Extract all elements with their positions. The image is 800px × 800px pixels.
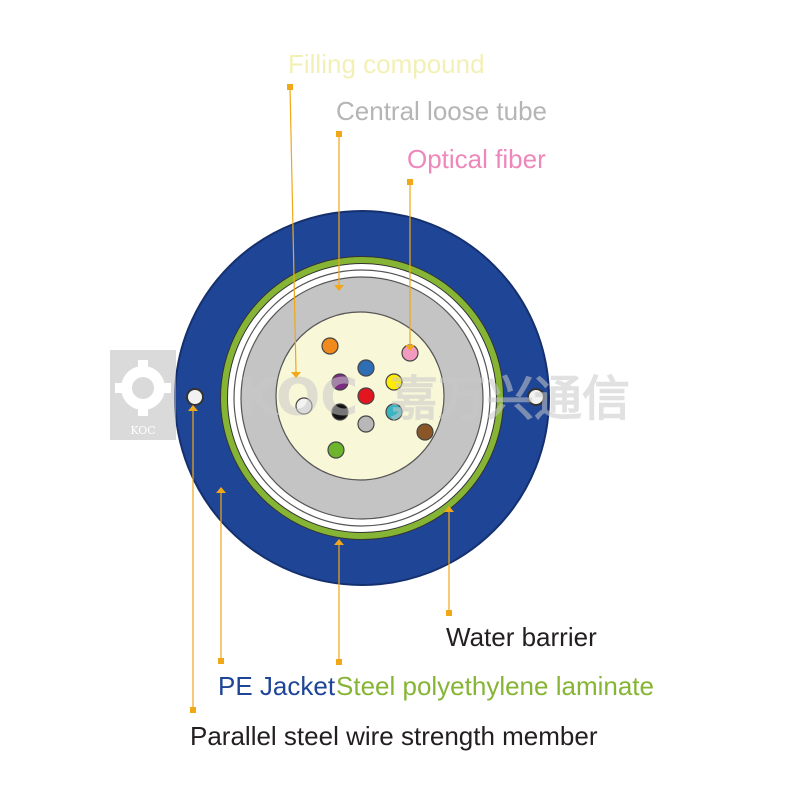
watermark: KOC KOC 嘉万兴通信	[110, 350, 630, 440]
fiber-blue	[357, 359, 375, 377]
fiber-violet	[331, 373, 349, 391]
watermark-brand-cjk: 嘉万兴通信	[390, 371, 630, 427]
fiber-green	[327, 441, 345, 459]
fiber-slate	[357, 415, 375, 433]
cable-cross-section	[174, 210, 550, 586]
laminate-outline	[220, 256, 504, 540]
labels: Filling compound Central loose tube Opti…	[190, 49, 654, 751]
label-steel-laminate: Steel polyethylene laminate	[336, 671, 654, 701]
watermark-gear-icon	[115, 360, 171, 416]
leader-steel-laminate	[334, 539, 344, 665]
label-pe-jacket: PE Jacket	[218, 671, 336, 701]
fiber-red	[357, 387, 375, 405]
strength-member-left	[186, 388, 204, 406]
fiber-white	[295, 397, 313, 415]
leader-strength-member	[188, 405, 198, 713]
watermark-brand-latin: KOC	[238, 368, 358, 428]
watermark-logo-text: KOC	[130, 424, 155, 437]
leader-lines	[188, 84, 454, 713]
label-strength-member: Parallel steel wire strength member	[190, 721, 598, 751]
label-water-barrier: Water barrier	[446, 622, 597, 652]
fiber-brown	[416, 423, 434, 441]
leader-optical-fiber	[405, 179, 415, 351]
leader-central-loose-tube	[334, 131, 344, 291]
label-central-loose-tube: Central loose tube	[336, 96, 547, 126]
leader-water-barrier	[444, 506, 454, 616]
laminate-inner-outline	[227, 263, 497, 533]
fiber-aqua	[385, 403, 403, 421]
steel-laminate-ring	[220, 256, 504, 540]
fiber-yellow	[385, 373, 403, 391]
strength-member-right	[527, 388, 545, 406]
label-filling-compound: Filling compound	[288, 49, 485, 79]
label-optical-fiber: Optical fiber	[407, 144, 546, 174]
leader-pe-jacket	[216, 487, 226, 664]
leader-filling-compound	[287, 84, 301, 378]
optical-fibers	[295, 337, 434, 459]
fiber-black	[331, 403, 349, 421]
fiber-orange	[321, 337, 339, 355]
